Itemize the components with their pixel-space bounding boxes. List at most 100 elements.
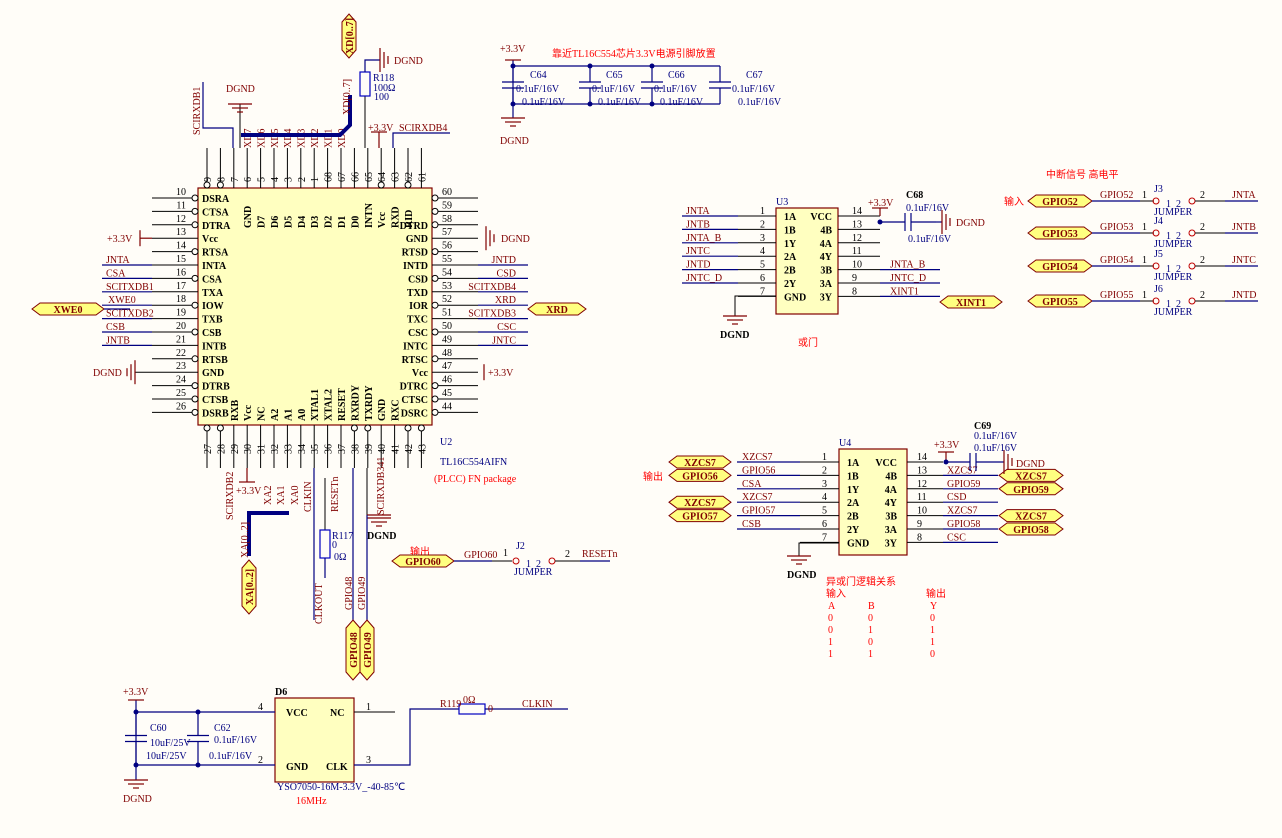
u2-pin-number: 28	[216, 444, 227, 454]
port-gpio52[interactable]: GPIO52	[1042, 197, 1078, 208]
port-gpio55[interactable]: GPIO55	[1042, 297, 1078, 308]
port-gpio59-shape[interactable]	[998, 482, 1064, 496]
port-gpio57[interactable]: GPIO57	[682, 512, 718, 523]
u2-pin-number: 16	[176, 267, 186, 278]
cap-value: 0.1uF/16V	[974, 431, 1018, 442]
u4-pin-name: 4Y	[885, 498, 898, 509]
label-input: 输入	[1004, 195, 1024, 208]
jumper-j5-pin2	[1188, 262, 1196, 270]
port-xd-bus[interactable]: XD[0..7]	[345, 18, 356, 54]
u3-pin-number: 5	[760, 260, 765, 271]
port-xa-bus-shape[interactable]	[241, 559, 257, 615]
pin-bubble	[191, 328, 199, 336]
pin-bubble	[431, 328, 439, 336]
u2-pin-number: 3	[283, 177, 294, 182]
net-label-csd: CSD	[497, 268, 516, 279]
junction-dot	[133, 762, 139, 768]
net-label-scirxdb1: SCIRXDB1	[192, 87, 203, 135]
port-xrd-shape[interactable]	[527, 302, 587, 316]
d6-pin4: 4	[258, 702, 263, 713]
port-xa-bus[interactable]: XA[0..2]	[245, 569, 256, 605]
net-label-vcc: +3.3V	[368, 123, 394, 134]
jumper-j3-pin2	[1188, 197, 1196, 205]
port-xzcs7-shape[interactable]	[998, 509, 1064, 523]
cap-value2: 0.1uF/16V	[660, 97, 704, 108]
u2-pin-name: NC	[257, 407, 268, 421]
u2-pin-number: 56	[442, 241, 452, 252]
u3-pin-name: 1Y	[784, 239, 797, 250]
bus-entry-xd0: XD0	[337, 129, 348, 148]
port-gpio56-shape[interactable]	[668, 468, 732, 482]
u2-pin-number: 15	[176, 254, 186, 265]
port-gpio60[interactable]: GPIO60	[405, 557, 441, 568]
net-label-jntc: JNTC	[492, 335, 516, 346]
u2-pin-number: 63	[391, 172, 402, 182]
port-xzcs7[interactable]: XZCS7	[684, 458, 716, 469]
u3-pin-name: 3A	[820, 279, 833, 290]
port-xzcs7[interactable]: XZCS7	[1015, 512, 1047, 523]
jumper-pin1-num: 1	[1142, 290, 1147, 301]
net-label-vcc: +3.3V	[934, 440, 960, 451]
net-label-dgnd: DGND	[93, 368, 122, 379]
wire	[364, 59, 380, 72]
u2-pin-name: Vcc	[377, 211, 388, 228]
net-label-vcc: +3.3V	[123, 687, 149, 698]
port-xzcs7-shape[interactable]	[668, 495, 732, 509]
d6-pin-vcc: VCC	[286, 708, 308, 719]
net-label-xa0: XA0	[290, 486, 301, 505]
junction-dot	[649, 101, 655, 107]
bus-entry-xd5: XD5	[270, 129, 281, 148]
port-xzcs7[interactable]: XZCS7	[1015, 471, 1047, 482]
u2-pin-name: Vcc	[243, 404, 254, 421]
pin-bubble	[191, 301, 199, 309]
d6-freq: 16MHz	[296, 796, 327, 807]
u2-pin-number: 48	[442, 348, 452, 359]
r118-resistor	[359, 71, 371, 97]
port-gpio57-shape[interactable]	[668, 509, 732, 523]
u2-pin-name: INTD	[403, 261, 428, 272]
port-xd-bus-shape[interactable]	[341, 13, 357, 59]
port-gpio56[interactable]: GPIO56	[682, 471, 718, 482]
net-label-resetn: RESETn	[330, 476, 341, 512]
port-xint1-shape[interactable]	[939, 295, 1003, 309]
r117-resistor	[319, 529, 331, 559]
u2-pin-number: 29	[230, 444, 241, 454]
port-xint1[interactable]: XINT1	[956, 298, 986, 309]
port-xzcs7-shape[interactable]	[668, 455, 732, 469]
u2-pin-name: RXC	[391, 399, 402, 421]
u2-pin-name: TXRDY	[364, 385, 375, 421]
cap-ref-c65: C65	[606, 70, 623, 81]
jumper-ref-j6: J6	[1154, 284, 1163, 295]
pin-bubble	[203, 181, 211, 189]
r117-value: 0	[332, 540, 337, 551]
net-label-jntd: JNTD	[686, 260, 710, 271]
pin-bubble	[404, 424, 412, 432]
port-xrd[interactable]: XRD	[546, 305, 568, 316]
port-gpio58-shape[interactable]	[998, 522, 1064, 536]
cap-value2: 0.1uF/16V	[598, 97, 642, 108]
pin-bubble	[431, 395, 439, 403]
d6-pin1: 1	[366, 702, 371, 713]
pin-bubble	[203, 424, 211, 432]
xor-table-header: B	[868, 601, 875, 612]
jumper-j6-p2: 2	[1176, 299, 1181, 310]
u2-pin-number: 50	[442, 321, 452, 332]
port-gpio49[interactable]: GPIO49	[363, 632, 374, 668]
bus-entry-xd4: XD4	[283, 129, 294, 148]
u2-pin-name: Vcc	[202, 234, 219, 245]
port-gpio58[interactable]: GPIO58	[1013, 525, 1049, 536]
port-xzcs7[interactable]: XZCS7	[684, 498, 716, 509]
port-gpio48[interactable]: GPIO48	[349, 632, 360, 668]
u4-pin-name: 4B	[885, 471, 897, 482]
u2-pin-name: A1	[283, 409, 294, 421]
port-gpio53[interactable]: GPIO53	[1042, 229, 1078, 240]
xor-table-cell: 1	[828, 637, 833, 648]
port-gpio59[interactable]: GPIO59	[1013, 485, 1049, 496]
port-xzcs7-shape[interactable]	[998, 468, 1064, 482]
port-xwe0[interactable]: XWE0	[54, 305, 83, 316]
pin-bubble	[377, 181, 385, 189]
u2-pin-name: GND	[377, 399, 388, 421]
net-label-csd: CSD	[947, 492, 966, 503]
port-gpio54[interactable]: GPIO54	[1042, 262, 1078, 273]
port-gpio49-shape[interactable]	[359, 619, 375, 681]
